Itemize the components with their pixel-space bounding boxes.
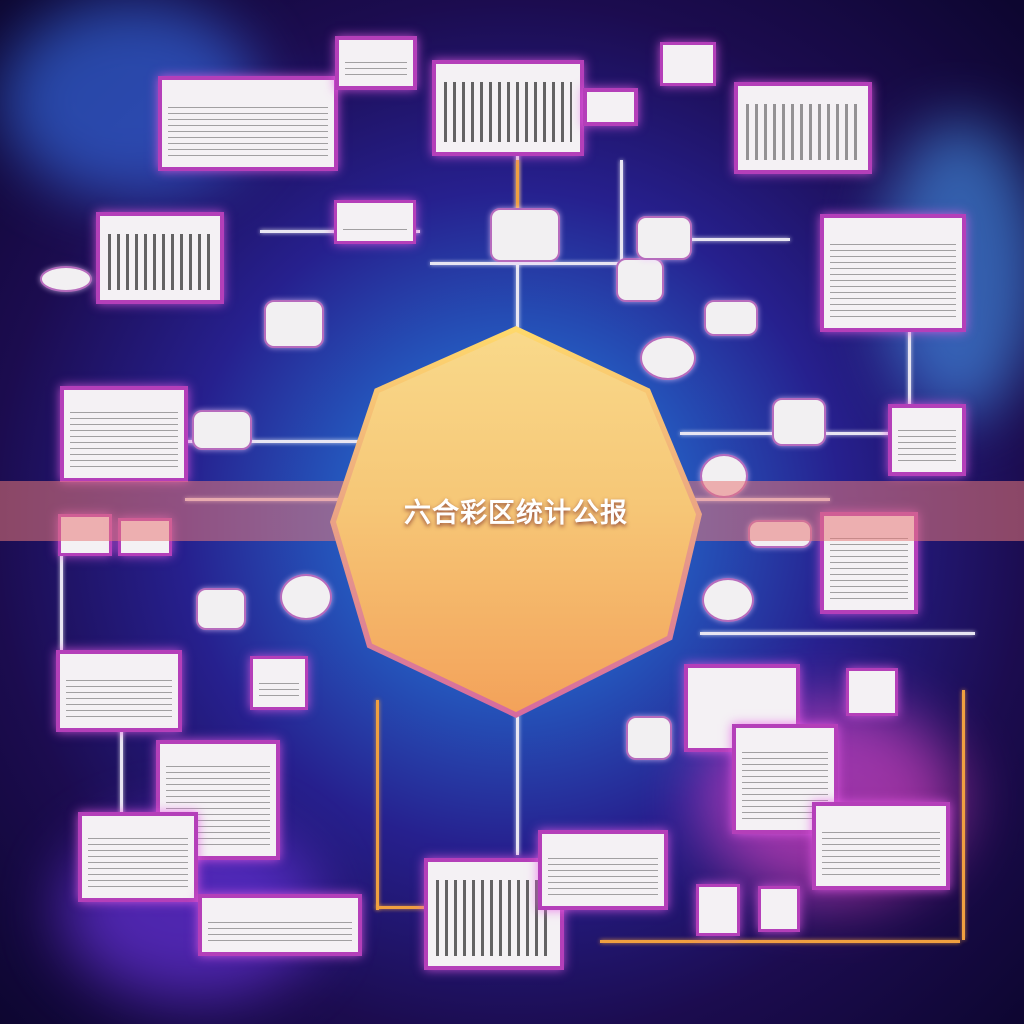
line-chart-panel [812, 802, 950, 890]
data-panel [660, 42, 716, 86]
data-panel [158, 76, 338, 171]
connector-line [600, 940, 960, 943]
node-icon [702, 578, 754, 622]
node-icon [40, 266, 92, 292]
node-icon [640, 336, 696, 380]
data-panel [334, 200, 416, 244]
connector-line [120, 720, 123, 820]
data-panel [56, 650, 182, 732]
node-icon [704, 300, 758, 336]
connector-line [640, 238, 790, 241]
line-chart-panel [538, 830, 668, 910]
node-icon [264, 300, 324, 348]
data-panel [583, 88, 638, 126]
data-panel [734, 82, 872, 174]
connector-line [430, 262, 630, 265]
connector-line [516, 705, 519, 855]
center-octagon [336, 332, 696, 712]
node-icon [636, 216, 692, 260]
data-panel [335, 36, 417, 90]
data-panel [250, 656, 308, 710]
connector-line [376, 700, 379, 910]
data-panel [78, 812, 198, 902]
bar-chart-panel [96, 212, 224, 304]
connector-line [516, 160, 519, 220]
data-panel [432, 60, 584, 156]
node-icon [280, 574, 332, 620]
node-icon [772, 398, 826, 446]
data-panel [820, 214, 966, 332]
data-panel [846, 668, 898, 716]
connector-line [376, 906, 436, 909]
connector-line [962, 690, 965, 940]
node-icon [616, 258, 664, 302]
node-icon [490, 208, 560, 262]
page-title: 六合彩区统计公报 [404, 498, 628, 529]
connector-line [908, 330, 911, 410]
data-panel [60, 386, 188, 482]
node-icon [192, 410, 252, 450]
data-panel [696, 884, 740, 936]
connector-line [180, 440, 370, 443]
node-icon [196, 588, 246, 630]
data-panel [758, 886, 800, 932]
data-panel [198, 894, 362, 956]
connector-line [620, 160, 623, 260]
data-panel [888, 404, 966, 476]
connector-line [60, 550, 63, 650]
connector-line [700, 632, 975, 635]
node-icon [626, 716, 672, 760]
